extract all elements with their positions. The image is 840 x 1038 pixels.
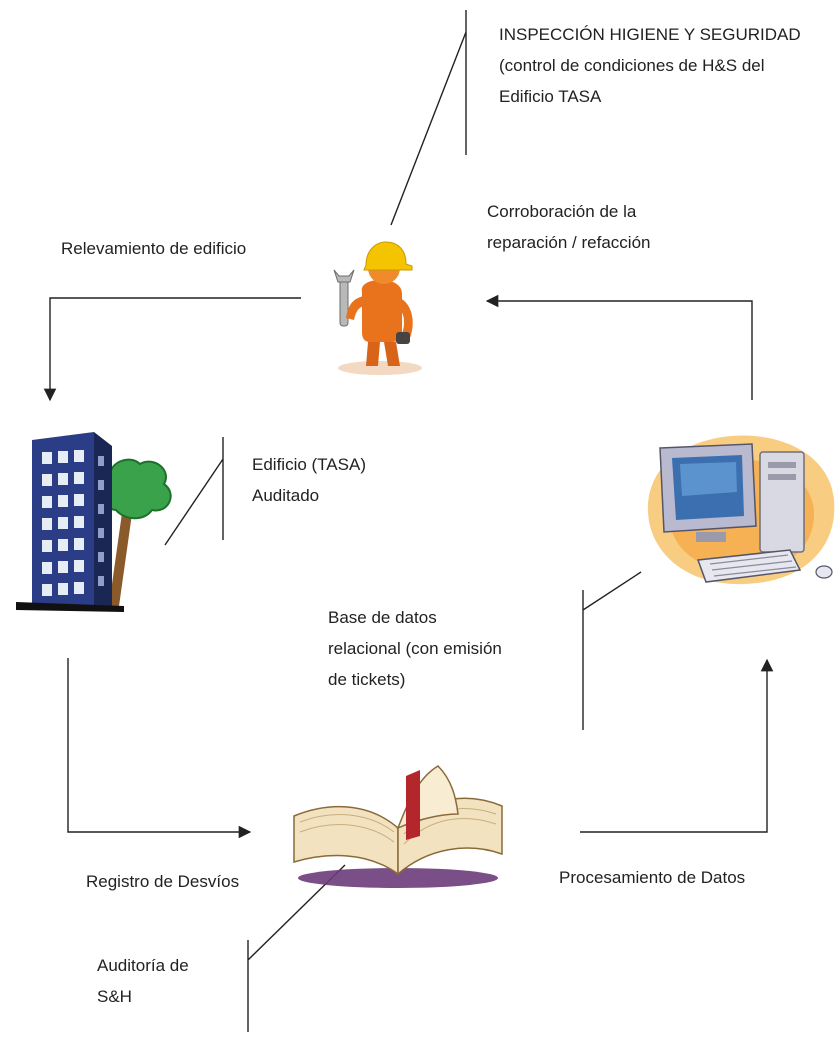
corroboration-line-1: Corroboración de la — [487, 202, 637, 221]
arrow-corroboration — [485, 294, 753, 400]
inspection-line-1: INSPECCIÓN HIGIENE Y SEGURIDAD — [499, 25, 801, 44]
processing-label: Procesamiento de Datos — [559, 862, 745, 893]
inspection-line-2: (control de condiciones de H&S del — [499, 56, 765, 75]
arrow-deviations — [67, 658, 252, 839]
corroboration-line-2: reparación / refacción — [487, 233, 651, 252]
audit-line-2: S&H — [97, 987, 132, 1006]
database-line-2: relacional (con emisión — [328, 639, 502, 658]
arrow-survey — [43, 297, 301, 402]
corroboration-label: Corroboración de la reparación / refacci… — [487, 196, 650, 258]
processing-line-1: Procesamiento de Datos — [559, 868, 746, 887]
worker-icon — [333, 241, 422, 375]
audit-callout — [247, 864, 346, 1032]
deviations-label: Registro de Desvíos — [86, 866, 239, 897]
audit-label: Auditoría de S&H — [97, 950, 189, 1012]
building-audited-label: Edificio (TASA) Auditado — [252, 449, 366, 511]
database-line-3: de tickets) — [328, 670, 406, 689]
database-label: Base de datos relacional (con emisión de… — [328, 602, 502, 695]
deviations-line-1: Registro de Desvíos — [86, 872, 240, 891]
computer-icon — [647, 435, 835, 585]
building-icon — [16, 432, 172, 612]
database-line-1: Base de datos — [328, 608, 437, 627]
survey-line-1: Relevamiento de edificio — [61, 239, 247, 258]
building-audited-line-2: Auditado — [252, 486, 320, 505]
audit-line-1: Auditoría de — [97, 956, 189, 975]
inspection-label: INSPECCIÓN HIGIENE Y SEGURIDAD (control … — [499, 19, 801, 112]
building-audited-line-1: Edificio (TASA) — [252, 455, 366, 474]
building-callout — [164, 437, 224, 546]
inspection-callout — [390, 10, 467, 226]
arrow-processing — [580, 658, 774, 833]
database-callout — [582, 571, 642, 730]
survey-label: Relevamiento de edificio — [61, 233, 246, 264]
inspection-line-3: Edificio TASA — [499, 87, 602, 106]
book-icon — [293, 765, 503, 888]
